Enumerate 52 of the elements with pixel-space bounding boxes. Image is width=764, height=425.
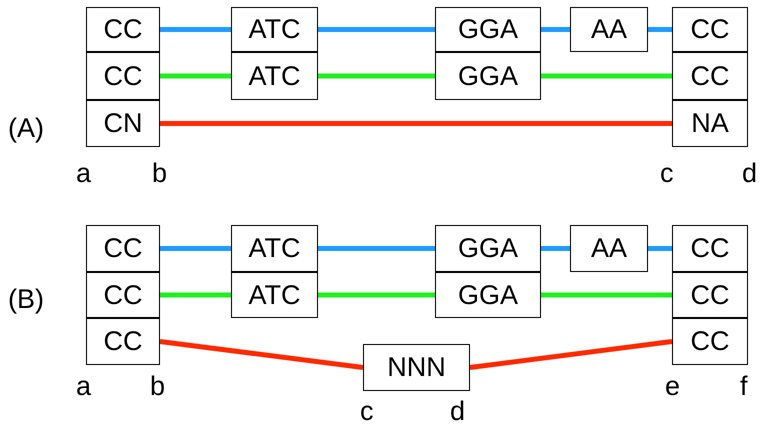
sequence-box: ATC — [231, 52, 318, 100]
sequence-box: ATC — [231, 225, 318, 272]
sequence-box: AA — [570, 7, 648, 52]
connector-line — [160, 74, 231, 78]
position-label: b — [152, 160, 168, 187]
connector-line — [160, 121, 672, 126]
connector-line — [541, 292, 672, 298]
sequence-box: GGA — [435, 52, 541, 100]
sequence-box: CC — [86, 52, 160, 100]
connector-line — [470, 339, 672, 370]
connector-line — [318, 74, 435, 78]
sequence-box: CC — [672, 272, 748, 318]
sequence-box: CC — [672, 225, 748, 272]
connector-line — [160, 27, 231, 32]
position-label: e — [665, 373, 680, 400]
sequence-box: NNN — [363, 344, 470, 391]
sequence-box: GGA — [435, 225, 541, 272]
connector-line — [318, 246, 435, 251]
connector-line — [541, 27, 570, 32]
sequence-box: CC — [86, 318, 160, 365]
connector-line — [318, 292, 435, 298]
panel-label: (A) — [8, 115, 44, 142]
sequence-box: CC — [86, 272, 160, 318]
position-label: b — [150, 373, 166, 400]
position-label: d — [742, 160, 758, 187]
sequence-box: ATC — [231, 7, 318, 52]
sequence-box: CC — [672, 7, 748, 52]
position-label: a — [76, 373, 92, 400]
connector-line — [541, 74, 672, 78]
connector-line — [318, 27, 435, 32]
sequence-box: NA — [672, 100, 748, 147]
position-label: c — [360, 398, 374, 425]
connector-line — [648, 246, 672, 251]
sequence-box: CN — [86, 100, 160, 147]
connector-line — [541, 246, 570, 251]
position-label: c — [660, 160, 674, 187]
connector-line — [160, 246, 231, 251]
connector-line — [648, 27, 672, 32]
sequence-box: CC — [86, 7, 160, 52]
sequence-box: ATC — [231, 272, 318, 318]
sequence-box: GGA — [435, 7, 541, 52]
connector-line — [160, 292, 231, 298]
sequence-box: CC — [672, 318, 748, 365]
panel-label: (B) — [8, 286, 44, 313]
sequence-box: CC — [86, 225, 160, 272]
sequence-box: CC — [672, 52, 748, 100]
sequence-box: GGA — [435, 272, 541, 318]
connector-line — [160, 339, 364, 370]
position-label: d — [450, 398, 466, 425]
sequence-box: AA — [570, 225, 648, 272]
position-label: a — [76, 160, 92, 187]
position-label: f — [740, 373, 748, 400]
